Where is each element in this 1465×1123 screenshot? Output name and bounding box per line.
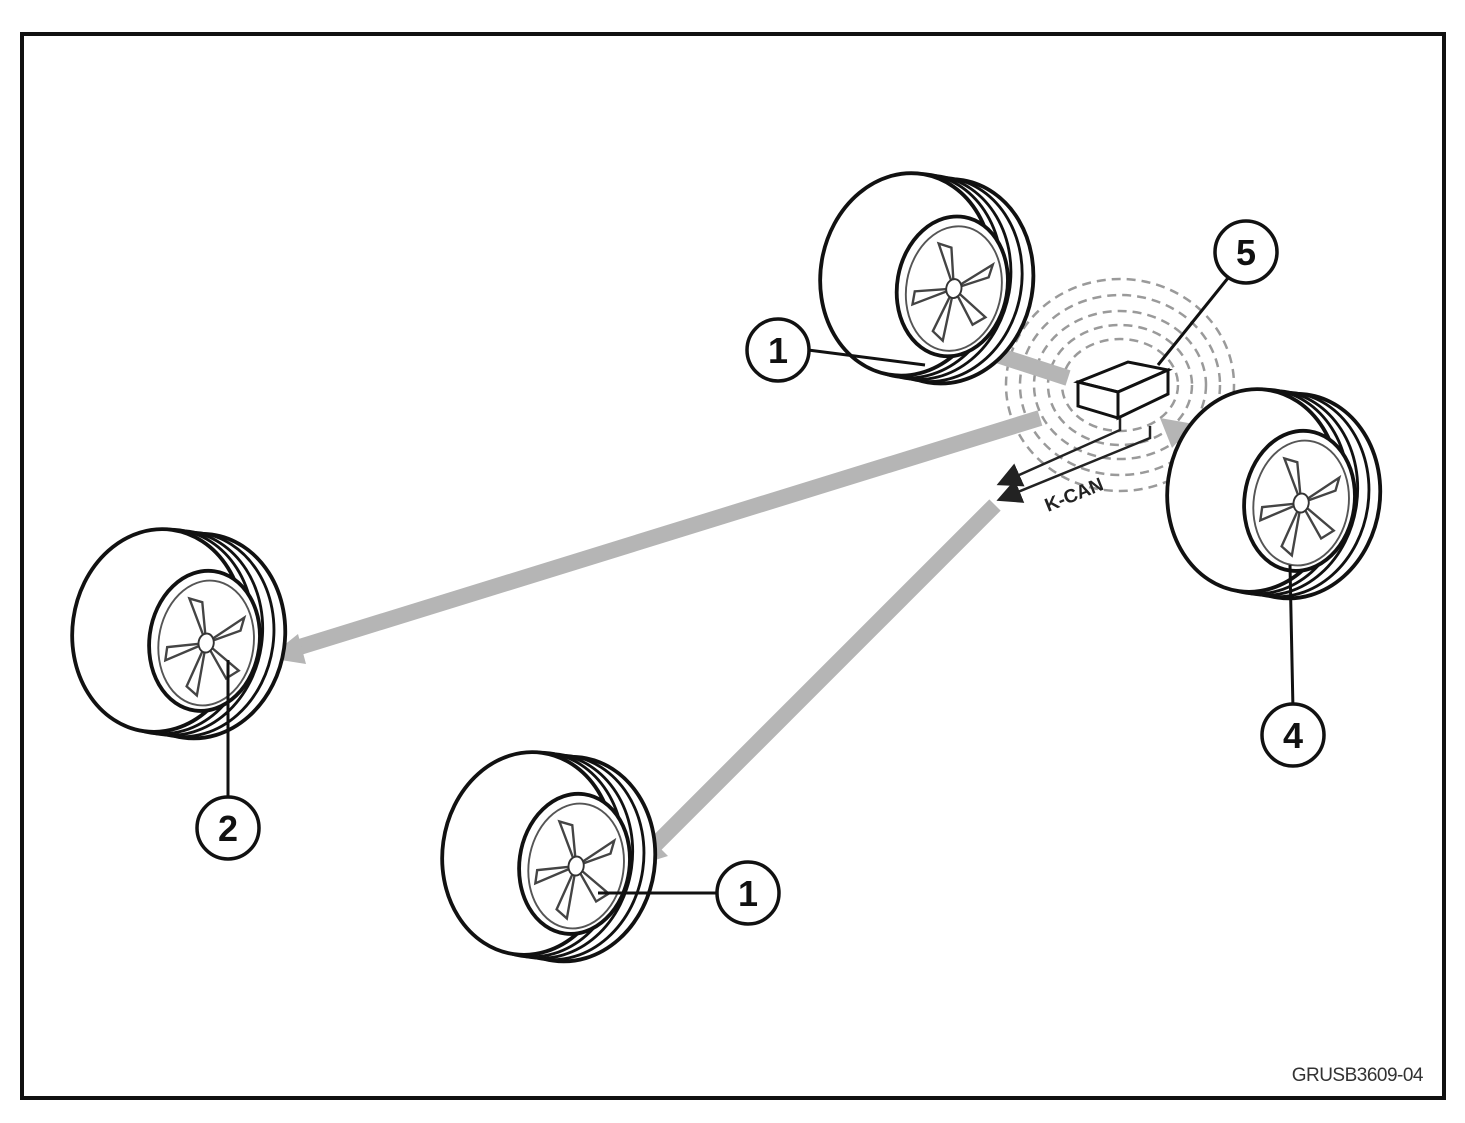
callout-rear-right: 4 [1260,702,1326,768]
callout-control-unit: 5 [1213,219,1279,285]
callout-front-left: 1 [715,860,781,926]
k-can-label: K-CAN [1042,474,1107,516]
control-unit [1073,360,1173,421]
callout-front-left-label: 1 [738,873,758,914]
tire-rear-right [1152,375,1396,612]
leader-lines [226,277,1295,895]
callout-front-right-label: 1 [768,330,788,371]
tire-front-left [427,738,671,975]
figure-code: GRUSB3609-04 [1291,1065,1424,1086]
callout-rear-left: 2 [195,795,261,861]
tire-rear-left [57,515,301,752]
callout-control-unit-label: 5 [1236,232,1256,273]
signal-arrow-rear-left [287,410,1043,658]
k-can-bus [996,418,1152,503]
callout-front-right: 1 [745,317,811,383]
callout-rear-right-label: 4 [1283,715,1303,756]
arrowhead-rear-right [1160,418,1194,448]
callout-rear-left-label: 2 [218,808,238,849]
signal-arrow-front-left [644,499,1001,856]
